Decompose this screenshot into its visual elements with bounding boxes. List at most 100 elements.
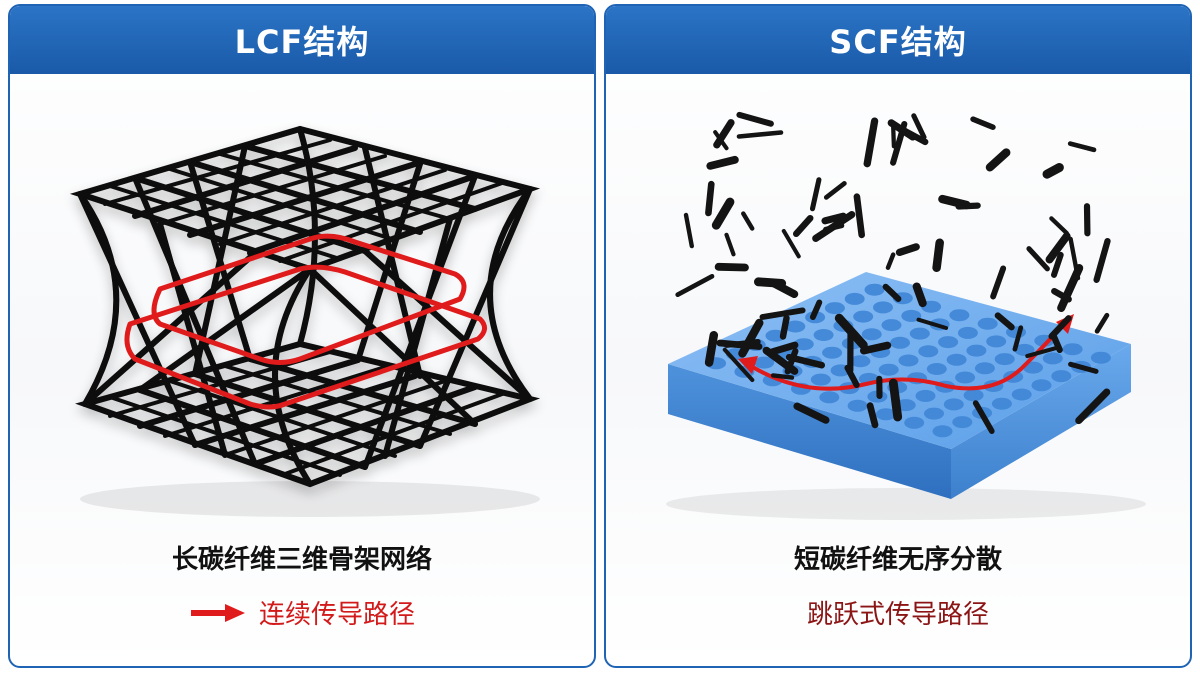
short-fiber xyxy=(1051,287,1072,303)
matrix-pore xyxy=(957,326,978,339)
matrix-pore xyxy=(943,398,964,411)
short-fiber xyxy=(932,238,944,273)
lcf-shadow xyxy=(80,481,540,517)
matrix-pore xyxy=(952,416,973,429)
matrix-pore xyxy=(861,328,882,341)
matrix-pore xyxy=(822,346,843,359)
short-fiber xyxy=(781,228,801,259)
matrix-pore xyxy=(909,327,930,340)
matrix-pore xyxy=(881,319,902,332)
short-fiber xyxy=(911,113,927,140)
short-fiber xyxy=(882,283,902,302)
matrix-pore xyxy=(878,363,899,376)
short-fiber xyxy=(713,130,729,151)
matrix-pore xyxy=(810,373,831,386)
short-fiber xyxy=(762,346,799,375)
short-fiber xyxy=(1048,315,1072,340)
lcf-fiber-network xyxy=(69,125,541,488)
short-fiber xyxy=(821,212,847,225)
short-fiber xyxy=(994,312,1015,331)
short-fiber xyxy=(823,181,847,200)
short-fiber xyxy=(770,373,795,380)
matrix-pore xyxy=(853,310,874,323)
matrix-pore xyxy=(819,391,840,404)
matrix-pore xyxy=(847,399,868,412)
short-fiber xyxy=(753,277,787,288)
short-fiber xyxy=(683,212,695,249)
short-fiber xyxy=(990,265,1007,300)
matrix-pore xyxy=(785,320,806,333)
short-fiber xyxy=(853,193,865,239)
matrix-pore xyxy=(915,389,936,402)
matrix-pore xyxy=(963,389,984,402)
matrix-pore xyxy=(864,283,885,296)
matrix-pore xyxy=(1042,352,1063,365)
matrix-pore xyxy=(986,335,1007,348)
matrix-pore xyxy=(946,353,967,366)
short-fiber xyxy=(912,282,927,308)
short-fiber xyxy=(1075,388,1111,425)
short-fiber xyxy=(792,214,814,238)
matrix-pore xyxy=(1062,343,1083,356)
short-fiber xyxy=(1012,325,1024,352)
short-fiber xyxy=(897,125,929,146)
matrix-pore xyxy=(918,345,939,358)
short-fiber xyxy=(1026,246,1050,272)
red-arrow-icon xyxy=(190,603,245,622)
lcf-skeleton-illustration xyxy=(69,125,541,517)
short-fiber xyxy=(885,252,896,270)
short-fiber xyxy=(705,180,715,217)
short-fiber xyxy=(809,299,823,321)
short-fiber xyxy=(1068,236,1081,281)
short-fiber xyxy=(706,155,739,170)
matrix-pore xyxy=(1011,388,1032,401)
short-fiber xyxy=(779,314,790,340)
short-fiber xyxy=(1093,237,1111,283)
matrix-pore xyxy=(932,425,953,438)
short-fiber xyxy=(711,197,735,230)
scf-path-legend: 跳跃式传导路径 xyxy=(606,594,1190,631)
lcf-path-label: 连续传导路径 xyxy=(258,600,415,630)
short-fiber xyxy=(916,317,949,330)
short-fiber xyxy=(859,341,892,355)
short-fiber xyxy=(1049,216,1069,236)
short-fiber xyxy=(809,177,822,212)
short-fiber xyxy=(724,232,736,257)
matrix-pore xyxy=(844,292,865,305)
short-fiber xyxy=(1051,251,1064,278)
short-fiber xyxy=(812,211,856,242)
matrix-pore xyxy=(1031,379,1052,392)
short-fiber xyxy=(723,339,761,348)
matrix-pore xyxy=(924,407,944,420)
matrix-pore xyxy=(1051,370,1072,383)
matrix-pore xyxy=(898,354,919,367)
matrix-pore xyxy=(1014,343,1035,356)
short-fiber xyxy=(736,111,774,127)
lcf-path-legend: 连续传导路径 xyxy=(10,594,594,631)
short-fiber xyxy=(895,243,920,257)
matrix-pore xyxy=(977,317,998,330)
matrix-pore xyxy=(904,416,925,429)
short-fiber xyxy=(844,364,860,388)
lcf-panel: LCF结构 xyxy=(8,4,596,668)
short-fiber xyxy=(704,330,719,367)
matrix-pore xyxy=(966,344,987,357)
short-fiber xyxy=(1042,163,1064,179)
matrix-pore xyxy=(754,356,775,369)
short-fiber xyxy=(793,402,830,424)
scf-path-label: 跳跃式传导路径 xyxy=(806,600,989,630)
matrix-pore xyxy=(949,309,970,322)
short-fiber xyxy=(863,117,879,168)
short-fiber xyxy=(769,341,799,356)
short-fiber xyxy=(714,262,749,272)
scf-shadow xyxy=(666,488,1146,520)
short-fiber xyxy=(970,116,996,131)
scf-panel: SCF结构 xyxy=(604,4,1192,668)
matrix-pore xyxy=(955,371,976,384)
short-fiber xyxy=(675,273,715,298)
short-fiber xyxy=(736,130,784,139)
short-fiber xyxy=(866,402,879,429)
scf-dispersion-illustration xyxy=(666,111,1146,520)
matrix-pore xyxy=(813,329,834,341)
short-fiber xyxy=(1045,232,1071,264)
